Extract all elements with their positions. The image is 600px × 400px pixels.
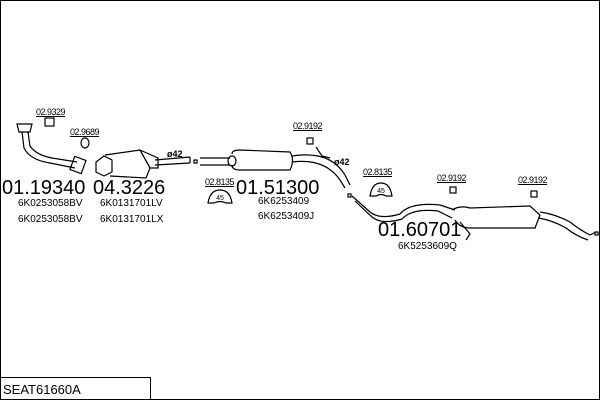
- accessory-number: 02.9192: [293, 121, 323, 131]
- part-number: 01.19340: [2, 177, 86, 199]
- part-number: 01.60701: [378, 219, 462, 241]
- diagram-code: SEAT61660A: [3, 382, 81, 397]
- ring-badge: 45: [216, 195, 224, 202]
- accessory-number: 02.9689: [70, 127, 100, 137]
- oem-number: 6K0131701LX: [100, 214, 164, 225]
- rubber-mount-icon: [207, 189, 233, 204]
- front-pipe: [16, 123, 87, 175]
- ring-gasket-icon: [80, 137, 90, 149]
- accessory-number: 02.9192: [437, 173, 467, 183]
- hanger-icon: [315, 146, 331, 159]
- ring-badge: 45: [377, 188, 385, 195]
- part-number: 01.51300: [236, 177, 320, 199]
- rear-silencer: [347, 193, 599, 241]
- hanger-icon: [449, 186, 457, 194]
- oem-number: 6K5253609Q: [398, 241, 457, 252]
- accessory-number: 02.9329: [36, 107, 66, 117]
- catalytic-converter: [95, 148, 191, 179]
- part-number: 04.3226: [93, 177, 166, 199]
- accessory-number: 02.9192: [518, 175, 548, 185]
- oem-number: 6K6253409: [258, 196, 310, 207]
- oem-number: 6K0131701LV: [100, 198, 163, 209]
- hanger-icon: [530, 190, 538, 198]
- pipe-diameter: ø42: [167, 149, 183, 159]
- oem-number: 6K0253058BV: [18, 198, 83, 209]
- hanger-icon: [306, 137, 314, 145]
- oem-number: 6K6253409J: [258, 211, 315, 222]
- pipe-diameter: ø42: [334, 157, 350, 167]
- diagram-code-box: SEAT61660A: [0, 377, 151, 399]
- accessory-number: 02.8135: [363, 167, 393, 177]
- middle-silencer: [193, 149, 351, 189]
- oem-number: 6K0253058BV: [18, 214, 83, 225]
- accessory-number: 02.8135: [205, 177, 235, 187]
- rubber-mount-icon: [369, 182, 393, 197]
- clamp-icon: [44, 117, 55, 127]
